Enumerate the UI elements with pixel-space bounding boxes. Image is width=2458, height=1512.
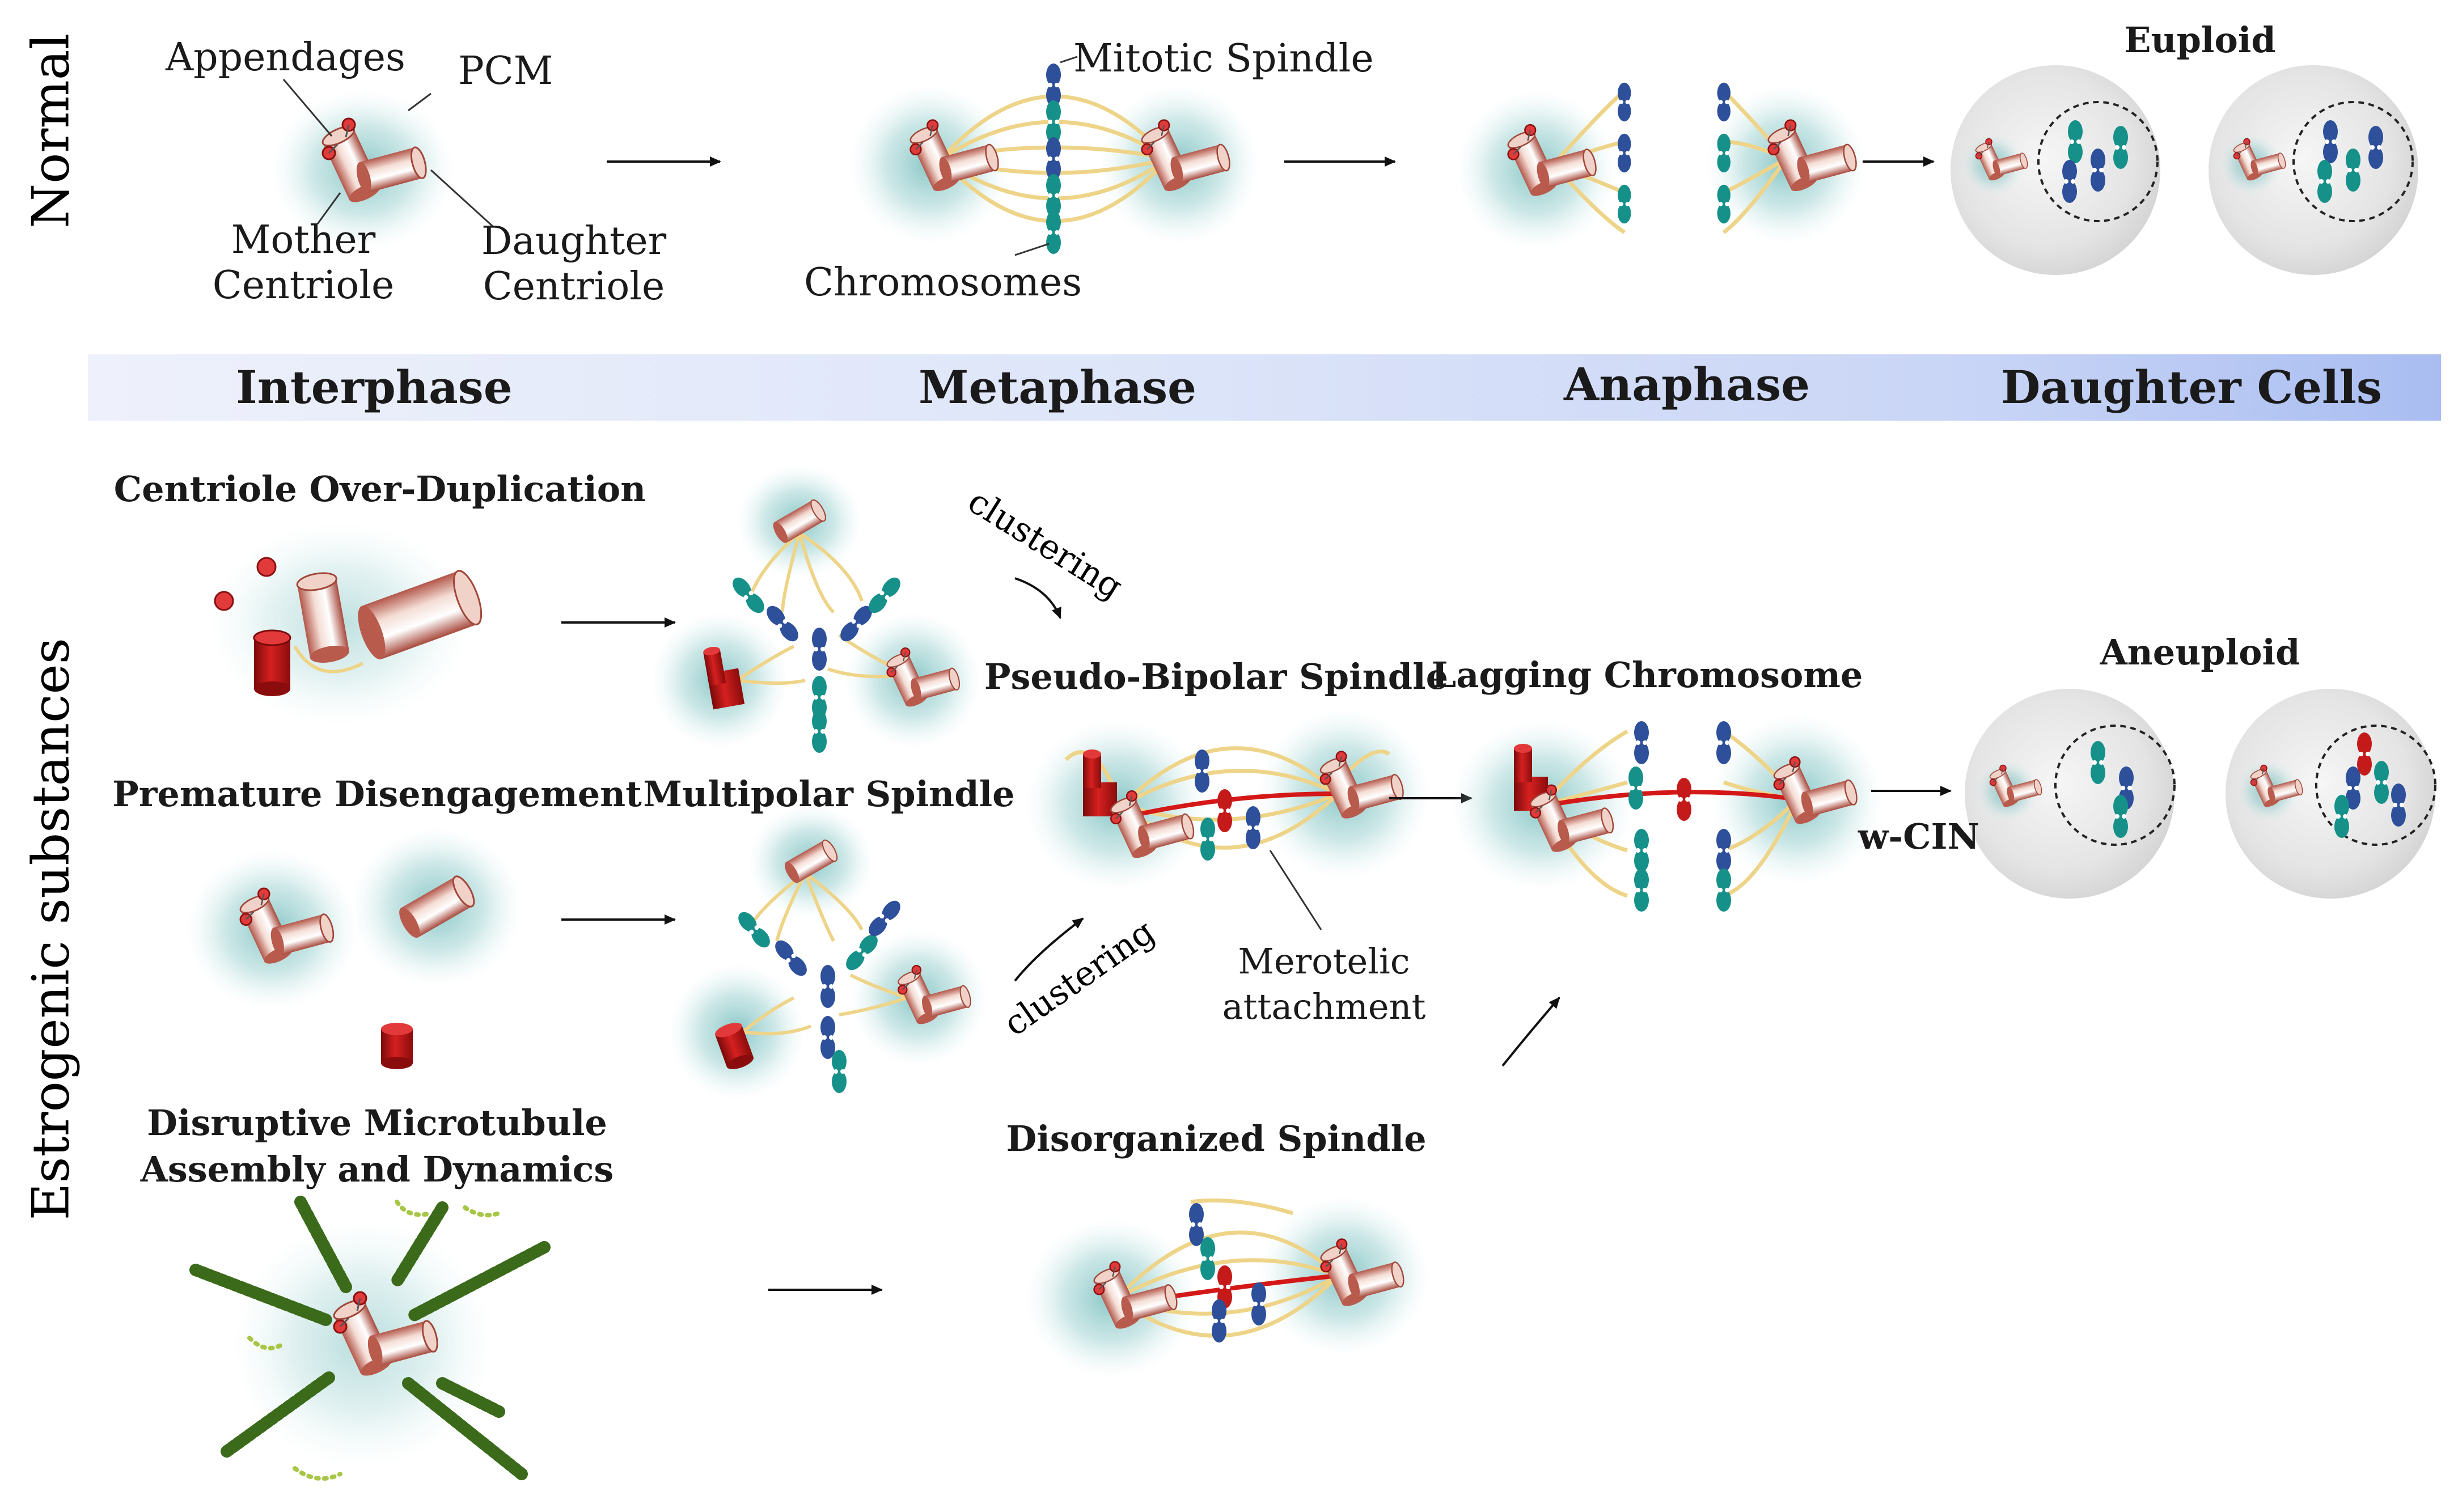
- clustering-arrow-bottom: [1014, 917, 1084, 982]
- label-premature-disengagement: Premature Disengagement: [112, 773, 642, 815]
- multipolar-spindle-bottom: [669, 805, 987, 1100]
- premature-disengagement-centrosomes: [187, 828, 522, 1069]
- phase-anaphase: Anaphase: [1564, 358, 1810, 411]
- label-mitotic-spindle: Mitotic Spindle: [1073, 36, 1374, 81]
- label-pseudo-bipolar: Pseudo-Bipolar Spindle: [984, 656, 1449, 697]
- label-centriole-overduplication: Centriole Over-Duplication: [113, 468, 646, 510]
- phase-daughter-cells: Daughter Cells: [2001, 361, 2382, 414]
- multipolar-spindle-top: [652, 465, 981, 753]
- label-merotelic-1: Merotelic: [1238, 941, 1410, 982]
- normal-interphase-centrosome: [272, 79, 494, 249]
- label-pcm: PCM: [458, 49, 553, 94]
- row-label-estrogenic: Estrogenic substances: [22, 638, 81, 1221]
- lagging-chromosome-anaphase: [1452, 714, 1882, 912]
- label-daughter-1: Daughter: [481, 219, 667, 264]
- label-merotelic-2: attachment: [1222, 986, 1426, 1027]
- overduplication-centrosome: [210, 522, 483, 726]
- label-multipolar-spindle: Multipolar Spindle: [643, 773, 1015, 815]
- euploid-daughter-cells: [1951, 65, 2418, 275]
- label-lagging-chromosome: Lagging Chromosome: [1431, 654, 1863, 696]
- label-disorganized-spindle: Disorganized Spindle: [1006, 1118, 1427, 1159]
- phase-metaphase: Metaphase: [918, 361, 1197, 414]
- aneuploid-daughter-cells: [1965, 689, 2436, 899]
- label-mother-2: Centriole: [212, 263, 395, 308]
- phase-interphase: Interphase: [236, 361, 513, 414]
- label-appendages: Appendages: [166, 35, 405, 80]
- disorganized-spindle: [1026, 1196, 1429, 1378]
- row-label-normal-text: Normal: [21, 33, 81, 228]
- label-daughter-2: Centriole: [483, 264, 665, 309]
- clustering-arrow-top: [1014, 577, 1061, 619]
- label-aneuploid: Aneuploid: [2100, 632, 2300, 673]
- phase-band: [88, 354, 2441, 421]
- row-label-normal: Normal: [22, 33, 81, 228]
- label-wcin: w-CIN: [1858, 816, 1980, 857]
- row-label-estrogenic-text: Estrogenic substances: [21, 638, 81, 1221]
- label-chromosomes: Chromosomes: [804, 260, 1082, 305]
- normal-metaphase-spindle: [851, 56, 1259, 256]
- normal-anaphase: [1457, 82, 1865, 249]
- label-disruptive-2: Assembly and Dynamics: [140, 1149, 614, 1190]
- disrupted-microtubules: [189, 1196, 551, 1481]
- pseudo-bipolar-spindle: [1026, 709, 1429, 930]
- arrow-disorganized: [1501, 997, 1560, 1067]
- label-disruptive-1: Disruptive Microtubule: [147, 1102, 607, 1143]
- label-mother-1: Mother: [231, 218, 376, 262]
- label-euploid: Euploid: [2124, 19, 2276, 61]
